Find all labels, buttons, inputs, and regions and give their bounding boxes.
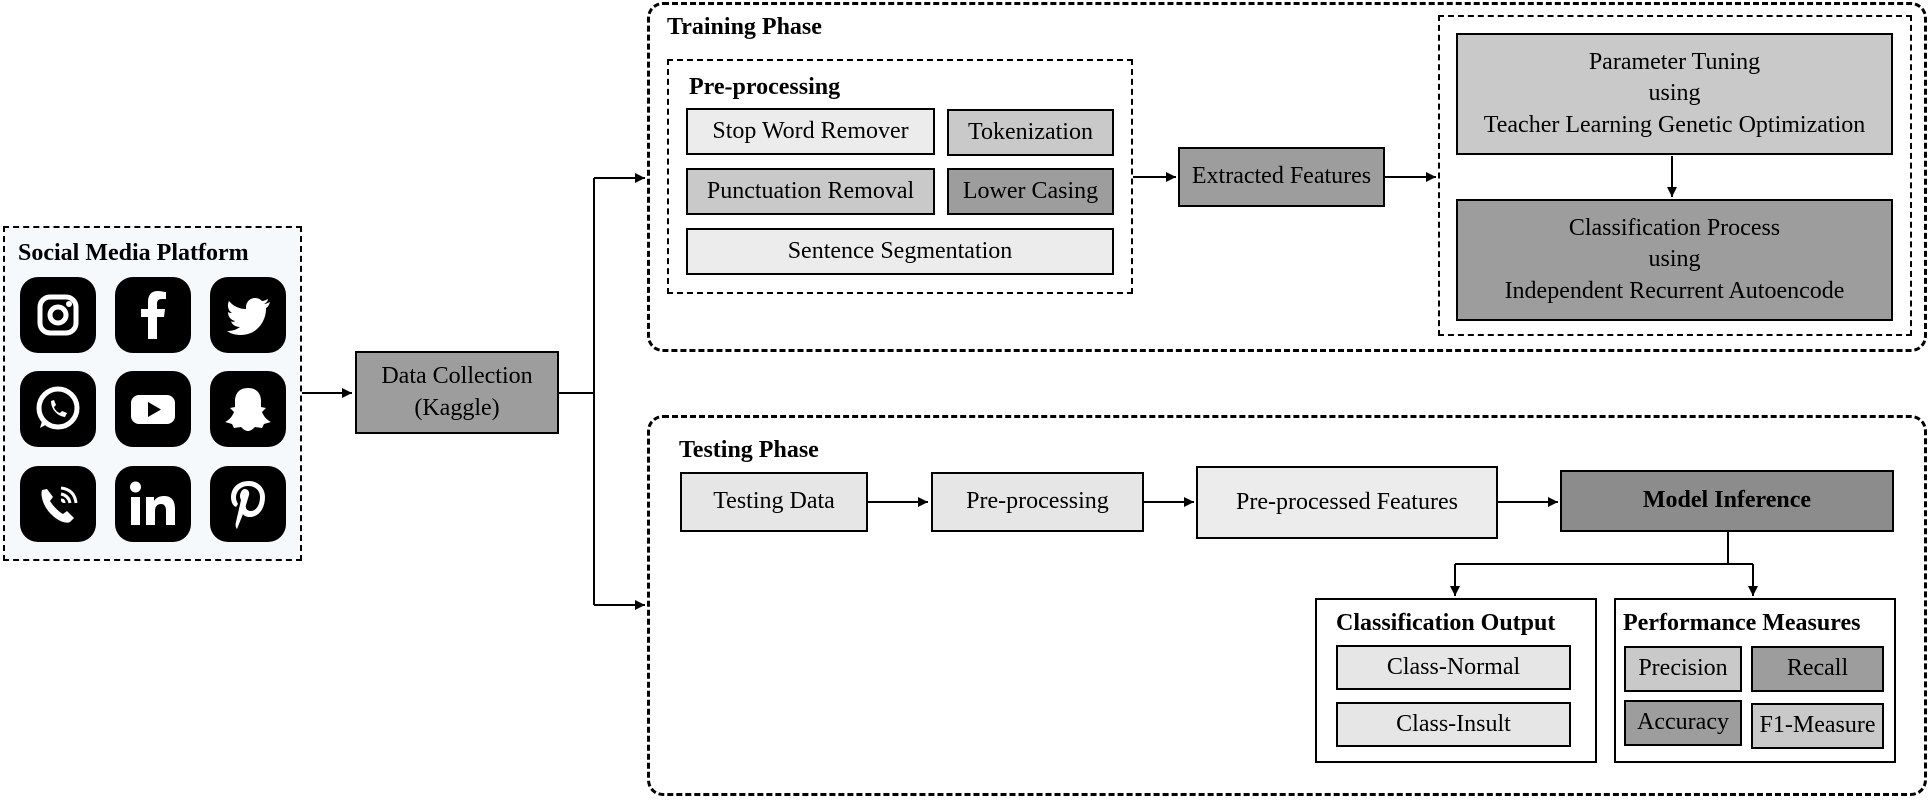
classification-process-method: Independent Recurrent Autoencode (1504, 277, 1845, 304)
classification-output-title: Classification Output (1336, 610, 1556, 636)
testing-phase-panel (647, 415, 1927, 796)
class-insult-box: Class-Insult (1336, 702, 1571, 747)
testing-phase-title: Testing Phase (679, 437, 819, 463)
parameter-tuning-label: Parameter Tuning (1588, 49, 1761, 76)
class-normal-box: Class-Normal (1336, 645, 1571, 690)
parameter-tuning-method: Teacher Learning Genetic Optimization (1483, 111, 1866, 138)
snapchat-icon (210, 371, 286, 447)
extracted-features-box: Extracted Features (1178, 147, 1385, 207)
lower-casing-box: Lower Casing (947, 168, 1114, 215)
punctuation-removal-box: Punctuation Removal (686, 168, 935, 215)
viber-icon (20, 466, 96, 542)
facebook-icon (115, 277, 191, 353)
instagram-icon (20, 277, 96, 353)
preprocessing-title: Pre-processing (689, 74, 841, 100)
classification-process-using: using (1648, 246, 1701, 273)
testing-data-box: Testing Data (680, 472, 868, 532)
tokenization-box: Tokenization (947, 109, 1114, 156)
whatsapp-icon (20, 371, 96, 447)
classification-process-label: Classification Process (1568, 215, 1781, 242)
training-phase-panel (647, 2, 1927, 352)
parameter-tuning-using: using (1648, 80, 1701, 107)
preprocessed-features-box: Pre-processed Features (1196, 466, 1498, 539)
optimization-panel (1438, 15, 1912, 336)
stop-word-remover-box: Stop Word Remover (686, 108, 935, 155)
training-phase-title: Training Phase (667, 14, 822, 40)
sentence-segmentation-box: Sentence Segmentation (686, 228, 1114, 275)
precision-box: Precision (1624, 646, 1742, 692)
youtube-icon (115, 371, 191, 447)
accuracy-box: Accuracy (1624, 700, 1742, 746)
model-inference-box: Model Inference (1560, 470, 1894, 532)
parameter-tuning-box: Parameter Tuning using Teacher Learning … (1456, 33, 1893, 155)
recall-box: Recall (1751, 646, 1884, 692)
preprocessing-panel (667, 59, 1133, 294)
social-media-title: Social Media Platform (18, 240, 249, 266)
data-collection-box: Data Collection (Kaggle) (355, 351, 559, 434)
linkedin-icon (115, 466, 191, 542)
data-collection-label: Data Collection (381, 363, 533, 390)
f1-measure-box: F1-Measure (1751, 703, 1884, 749)
twitter-icon (210, 277, 286, 353)
performance-measures-title: Performance Measures (1623, 610, 1861, 636)
testing-preprocessing-box: Pre-processing (931, 472, 1144, 532)
classification-process-box: Classification Process using Independent… (1456, 199, 1893, 321)
pinterest-icon (210, 466, 286, 542)
data-collection-source: (Kaggle) (414, 394, 500, 421)
